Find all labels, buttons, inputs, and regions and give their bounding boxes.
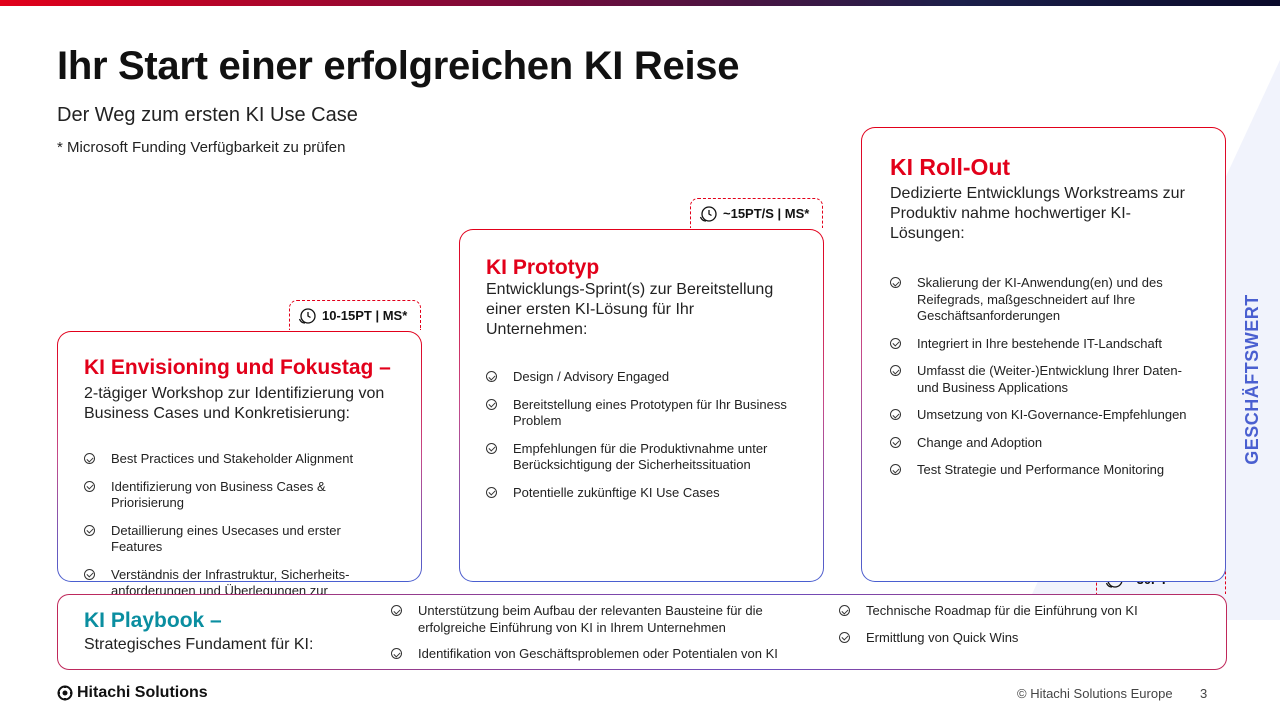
- check-circle-icon: [890, 337, 901, 349]
- check-circle-icon: [890, 436, 901, 448]
- check-circle-icon: [391, 605, 402, 616]
- slide-subtitle: Der Weg zum ersten KI Use Case: [57, 104, 358, 126]
- check-circle-icon: [839, 605, 850, 616]
- check-circle-icon: [890, 277, 901, 288]
- list-item: Umfasst die (Weiter-)Entwicklung Ihrer D…: [890, 363, 1199, 396]
- list-item: Potentielle zukünftige KI Use Cases: [486, 485, 797, 502]
- card-lead: Entwicklungs-Sprint(s) zur Bereitstellun…: [486, 281, 774, 338]
- card-lead: 2-tägiger Workshop zur Identifizierung v…: [84, 385, 385, 422]
- clock-hand-icon: [699, 205, 717, 223]
- effort-badge-prototype: ~15PT/S | MS*: [690, 198, 823, 228]
- badge-label: ~15PT/S | MS*: [723, 206, 810, 221]
- check-circle-icon: [391, 648, 402, 659]
- playbook-lead: Strategisches Fundament für KI:: [84, 636, 314, 653]
- effort-badge-envisioning: 10-15PT | MS*: [289, 300, 421, 330]
- playbook-title: KI Playbook –: [84, 609, 222, 632]
- card-list: Best Practices und Stakeholder Alignment…: [84, 451, 395, 616]
- top-accent-bar: [0, 0, 1280, 6]
- list-item: Skalierung der KI-Anwendung(en) und des …: [890, 275, 1199, 325]
- card-list: Design / Advisory Engaged Bereitstellung…: [486, 369, 797, 501]
- check-circle-icon: [486, 442, 497, 454]
- check-circle-icon: [486, 398, 497, 410]
- check-circle-icon: [890, 409, 901, 420]
- playbook-list-col2: Technische Roadmap für die Einführung vo…: [839, 603, 1209, 656]
- list-item: Best Practices und Stakeholder Alignment: [84, 451, 395, 468]
- list-item: Design / Advisory Engaged: [486, 369, 797, 386]
- check-circle-icon: [84, 453, 95, 464]
- footer-copyright: © Hitachi Solutions Europe: [1017, 686, 1173, 701]
- slide-title: Ihr Start einer erfolgreichen KI Reise: [57, 44, 740, 88]
- page-number: 3: [1200, 686, 1208, 701]
- check-circle-icon: [890, 365, 901, 376]
- card-lead: Dedizierte Entwicklungs Workstreams zur …: [890, 185, 1185, 242]
- playbook-list-col1: Unterstützung beim Aufbau der relevanten…: [391, 603, 811, 673]
- check-circle-icon: [839, 631, 850, 643]
- card-ki-rollout: KI Roll-Out Dedizierte Entwicklungs Work…: [861, 127, 1226, 582]
- clock-hand-icon: [298, 307, 316, 325]
- card-title: KI Prototyp: [486, 256, 600, 279]
- ki-playbook-bar: KI Playbook – Strategisches Fundament fü…: [57, 594, 1227, 670]
- list-item: Change and Adoption: [890, 435, 1199, 452]
- badge-label: 10-15PT | MS*: [322, 308, 408, 323]
- check-circle-icon: [84, 568, 95, 580]
- list-item: Identifizierung von Business Cases & Pri…: [84, 479, 395, 512]
- list-item: Technische Roadmap für die Einführung vo…: [839, 603, 1209, 620]
- logo-text: Hitachi Solutions: [77, 684, 208, 701]
- card-ki-prototyp: KI Prototyp Entwicklungs-Sprint(s) zur B…: [459, 229, 824, 582]
- geschaeftswert-label: GESCHÄFTSWERT: [1241, 293, 1262, 465]
- list-item: Test Strategie und Performance Monitorin…: [890, 462, 1199, 479]
- hitachi-logo-icon: [57, 685, 73, 701]
- card-list: Skalierung der KI-Anwendung(en) und des …: [890, 275, 1199, 479]
- hitachi-logo: Hitachi Solutions: [57, 684, 208, 702]
- list-item: Integriert in Ihre bestehende IT-Landsch…: [890, 336, 1199, 353]
- check-circle-icon: [84, 480, 95, 492]
- list-item: Bereitstellung eines Prototypen für Ihr …: [486, 397, 797, 430]
- check-circle-icon: [486, 486, 497, 498]
- card-title: KI Roll-Out: [890, 154, 1011, 180]
- list-item: Empfehlungen für die Produktivnahme unte…: [486, 441, 797, 474]
- check-circle-icon: [486, 371, 497, 382]
- check-circle-icon: [890, 464, 901, 475]
- check-circle-icon: [84, 524, 95, 536]
- list-item: Ermittlung von Quick Wins: [839, 630, 1209, 647]
- list-item: Identifikation von Geschäftsproblemen od…: [391, 646, 811, 663]
- card-ki-envisioning: KI Envisioning und Fokustag – 2-tägiger …: [57, 331, 422, 615]
- list-item: Umsetzung von KI-Governance-Empfehlungen: [890, 407, 1199, 424]
- list-item: Unterstützung beim Aufbau der relevanten…: [391, 603, 811, 636]
- list-item: Detaillierung eines Usecases und erster …: [84, 523, 395, 556]
- card-title: KI Envisioning und Fokustag –: [84, 356, 391, 379]
- funding-note: * Microsoft Funding Verfügbarkeit zu prü…: [57, 139, 346, 156]
